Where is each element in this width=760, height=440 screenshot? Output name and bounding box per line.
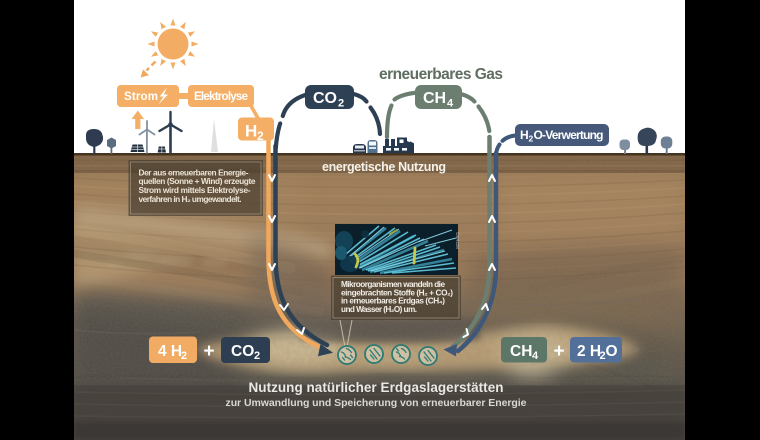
svg-text:©BRGM: ©BRGM [455, 232, 461, 249]
svg-text:erneuerbares Gas: erneuerbares Gas [379, 66, 503, 83]
svg-text:Mikroorganismen wandeln die: Mikroorganismen wandeln die [341, 280, 445, 289]
svg-text:CO: CO [313, 90, 337, 107]
svg-text:und Wasser (H₂O) um.: und Wasser (H₂O) um. [341, 305, 417, 314]
svg-text:eingebrachten Stoffe (H₂ + CO₂: eingebrachten Stoffe (H₂ + CO₂) [341, 288, 453, 297]
svg-text:zur Umwandlung und Speicherung: zur Umwandlung und Speicherung von erneu… [226, 397, 527, 409]
svg-text:H: H [520, 128, 529, 142]
svg-text:2: 2 [257, 129, 264, 143]
svg-text:energetische Nutzung: energetische Nutzung [322, 160, 446, 174]
svg-text:CH: CH [510, 343, 532, 360]
svg-text:CO: CO [231, 343, 254, 360]
svg-text:Elektrolyse: Elektrolyse [194, 91, 248, 103]
svg-text:2: 2 [254, 350, 260, 362]
svg-text:+: + [203, 341, 214, 362]
svg-text:Nutzung natürlicher Erdgaslage: Nutzung natürlicher Erdgaslagerstätten [249, 380, 504, 395]
svg-text:Strom wird mittels Elektrolyse: Strom wird mittels Elektrolyse- [139, 185, 251, 195]
svg-text:quellen (Sonne + Wind) erzeugt: quellen (Sonne + Wind) erzeugte [139, 176, 256, 186]
svg-text:O: O [606, 343, 618, 360]
svg-text:Strom: Strom [124, 91, 158, 103]
svg-text:2: 2 [338, 98, 344, 110]
svg-text:in erneuerbares Erdgas (CH₄): in erneuerbares Erdgas (CH₄) [341, 297, 445, 306]
svg-text:4: 4 [532, 350, 539, 362]
svg-text:verfahren in H₂ umgewandelt.: verfahren in H₂ umgewandelt. [139, 194, 242, 204]
svg-text:4 H: 4 H [158, 343, 182, 360]
svg-text:2: 2 [181, 350, 187, 362]
svg-text:2 H: 2 H [577, 343, 601, 360]
svg-text:+: + [553, 341, 564, 362]
svg-text:O-Verwertung: O-Verwertung [534, 128, 604, 142]
svg-text:4: 4 [447, 98, 454, 110]
svg-text:H: H [245, 122, 257, 141]
svg-text:2: 2 [600, 350, 606, 362]
svg-text:Der aus erneuerbaren Energie-: Der aus erneuerbaren Energie- [139, 168, 249, 178]
svg-text:2: 2 [529, 134, 534, 144]
svg-text:CH: CH [423, 90, 446, 107]
